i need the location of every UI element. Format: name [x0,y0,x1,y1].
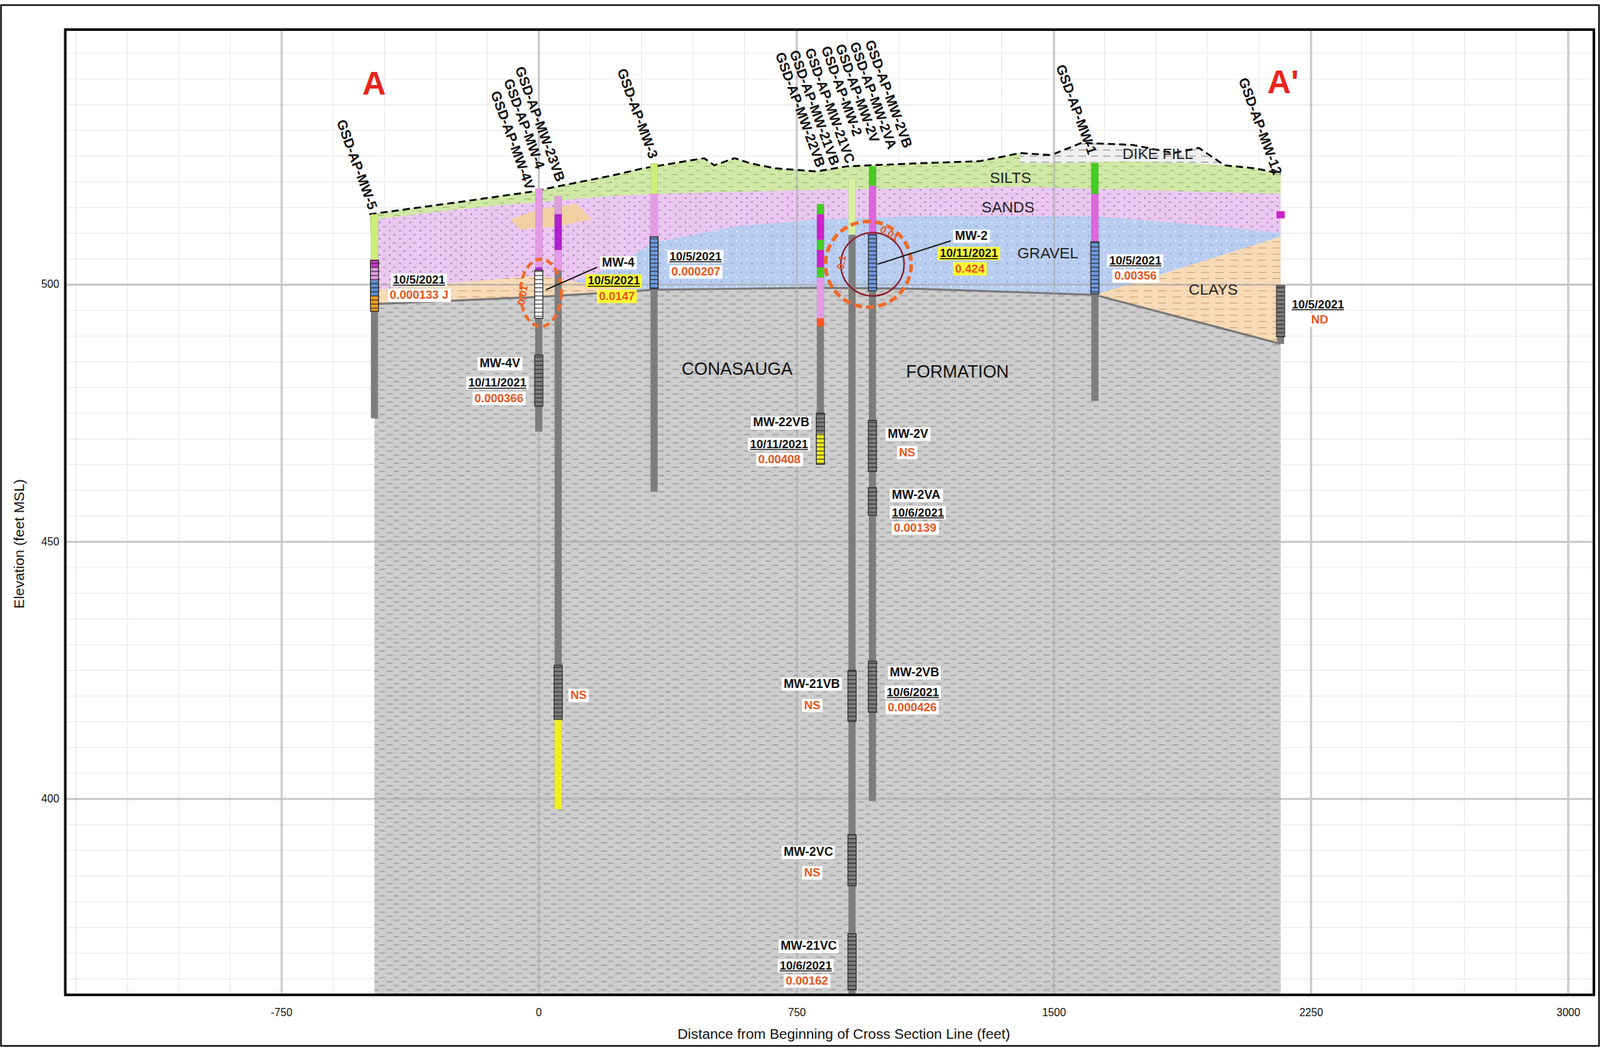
sample-date: 10/6/2021 [884,685,941,699]
sample-date: 10/11/2021 [466,376,529,390]
sample-date: 10/5/2021 [585,274,643,288]
axis-title: Distance from Beginning of Cross Section… [677,1026,1011,1043]
formation-label: CONASAUGA [681,360,793,380]
well-callout: MW-21VB [781,677,843,692]
concentration-value: NS [568,688,589,702]
tick-label: -750 [270,1007,292,1019]
tick-label: 450 [41,535,59,548]
well-callout: MW-2 [953,229,990,244]
sample-date: 10/5/2021 [1289,298,1346,312]
formation-label: FORMATION [905,363,1009,383]
layer-label: CLAYS [1188,281,1239,299]
tick-label: 500 [41,278,59,291]
layer-label: DIKE FILL [1122,145,1193,164]
sample-date: 10/6/2021 [777,959,834,973]
tick-label: 750 [788,1007,806,1019]
axis-title: Elevation (feet MSL) [11,478,28,609]
concentration-value: NS [896,446,918,460]
tick-label: 3000 [1556,1007,1581,1019]
well-callout: MW-4 [600,256,637,270]
sample-date: 10/5/2021 [1107,254,1164,268]
well-callout: MW-4V [477,357,523,371]
concentration-value: 0.00139 [892,521,939,535]
concentration-value: 0.00408 [755,452,803,466]
concentration-value: 0.000133 J [387,288,451,302]
well-callout: MW-2VB [888,666,942,680]
well-callout: MW-22VB [751,416,812,431]
tick-label: 1500 [1042,1007,1067,1019]
layer-label: SANDS [981,198,1035,216]
concentration-value: NS [801,866,823,880]
well-callout: MW-2VC [781,846,836,860]
sample-date: 10/11/2021 [938,246,1001,260]
sample-date: 10/11/2021 [748,437,811,451]
sample-date: 10/5/2021 [390,273,447,287]
concentration-value: 0.000207 [669,265,723,279]
concentration-value: 0.000426 [885,700,939,715]
well-callout: MW-2V [885,427,931,442]
sample-date: 10/6/2021 [890,506,947,520]
well-callout: MW-2VA [890,488,943,503]
concentration-value: 0.00162 [783,974,831,988]
concentration-value: 0.00356 [1112,269,1159,283]
sample-date: 10/5/2021 [667,250,724,264]
layer-label: GRAVEL [1017,244,1079,262]
layer-label: SILTS [989,169,1031,187]
concentration-value: 0.424 [953,262,987,276]
tick-label: 0 [535,1007,543,1019]
section-marker: A [362,66,386,103]
concentration-value: ND [1309,313,1331,327]
section-marker: A' [1267,64,1300,101]
concentration-value: 0.0147 [596,289,637,303]
concentration-value: 0.000366 [472,391,525,405]
well-callout: MW-21VC [778,940,839,954]
tick-label: 400 [41,792,59,805]
tick-label: 2250 [1299,1007,1324,1019]
concentration-value: NS [801,698,823,712]
